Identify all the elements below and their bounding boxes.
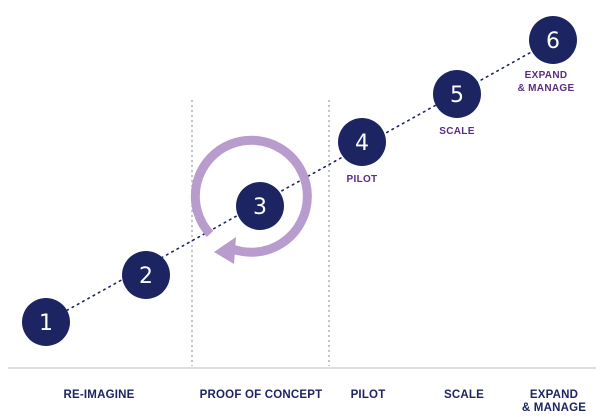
stage-node-number: 5 [450,83,464,108]
stage-node-labels: PILOT SCALE EXPAND & MANAGE [347,70,575,185]
stage-node-number: 2 [139,264,153,289]
stage-node-label-5: SCALE [439,126,474,137]
cycle-arrowhead [214,237,236,264]
phase-label-1-line-1: RE-IMAGINE [64,389,135,401]
phase-label-4: SCALE [444,389,484,401]
phase-label-4-line-1: SCALE [444,389,484,401]
stage-node-label-6-line-1: EXPAND [525,70,568,81]
stage-node-circle [122,251,170,299]
stage-node-1: 1 [22,298,70,346]
stage-node-number: 4 [355,131,369,156]
phase-labels: RE-IMAGINE PROOF OF CONCEPT PILOT SCALE EXPA… [64,389,587,414]
cycle-arc [190,135,312,257]
stage-nodes: 1 2 3 4 5 6 [22,16,577,346]
stage-node-circle [338,118,386,166]
stage-node-circle [433,70,481,118]
phase-label-2: PROOF OF CONCEPT [200,389,323,401]
stage-node-label-5-line-1: SCALE [439,126,474,137]
phase-label-3: PILOT [351,389,386,401]
phase-label-5: EXPAND& MANAGE [522,389,586,414]
stage-node-label-6: EXPAND & MANAGE [518,70,575,94]
stage-node-3: 3 [236,182,284,230]
stage-node-label-4-line-1: PILOT [347,174,378,185]
stage-node-circle [236,182,284,230]
stage-node-5: 5 [433,70,481,118]
stage-node-number: 6 [546,29,560,54]
stage-node-2: 2 [122,251,170,299]
stage-node-circle [22,298,70,346]
phase-label-1: RE-IMAGINE [64,389,135,401]
phase-label-2-line-1: PROOF OF CONCEPT [200,389,323,401]
iteration-cycle-arrow [190,135,312,264]
phase-label-5-line-1: EXPAND [530,389,578,401]
stage-node-circle [529,16,577,64]
stage-node-6: 6 [529,16,577,64]
stage-node-number: 1 [39,311,53,336]
stage-node-4: 4 [338,118,386,166]
phase-label-3-line-1: PILOT [351,389,386,401]
phase-label-5-line-2: & MANAGE [522,402,586,414]
stage-node-label-6-line-2: & MANAGE [518,83,575,94]
stage-node-number: 3 [253,195,267,220]
stage-node-label-4: PILOT [347,174,378,185]
